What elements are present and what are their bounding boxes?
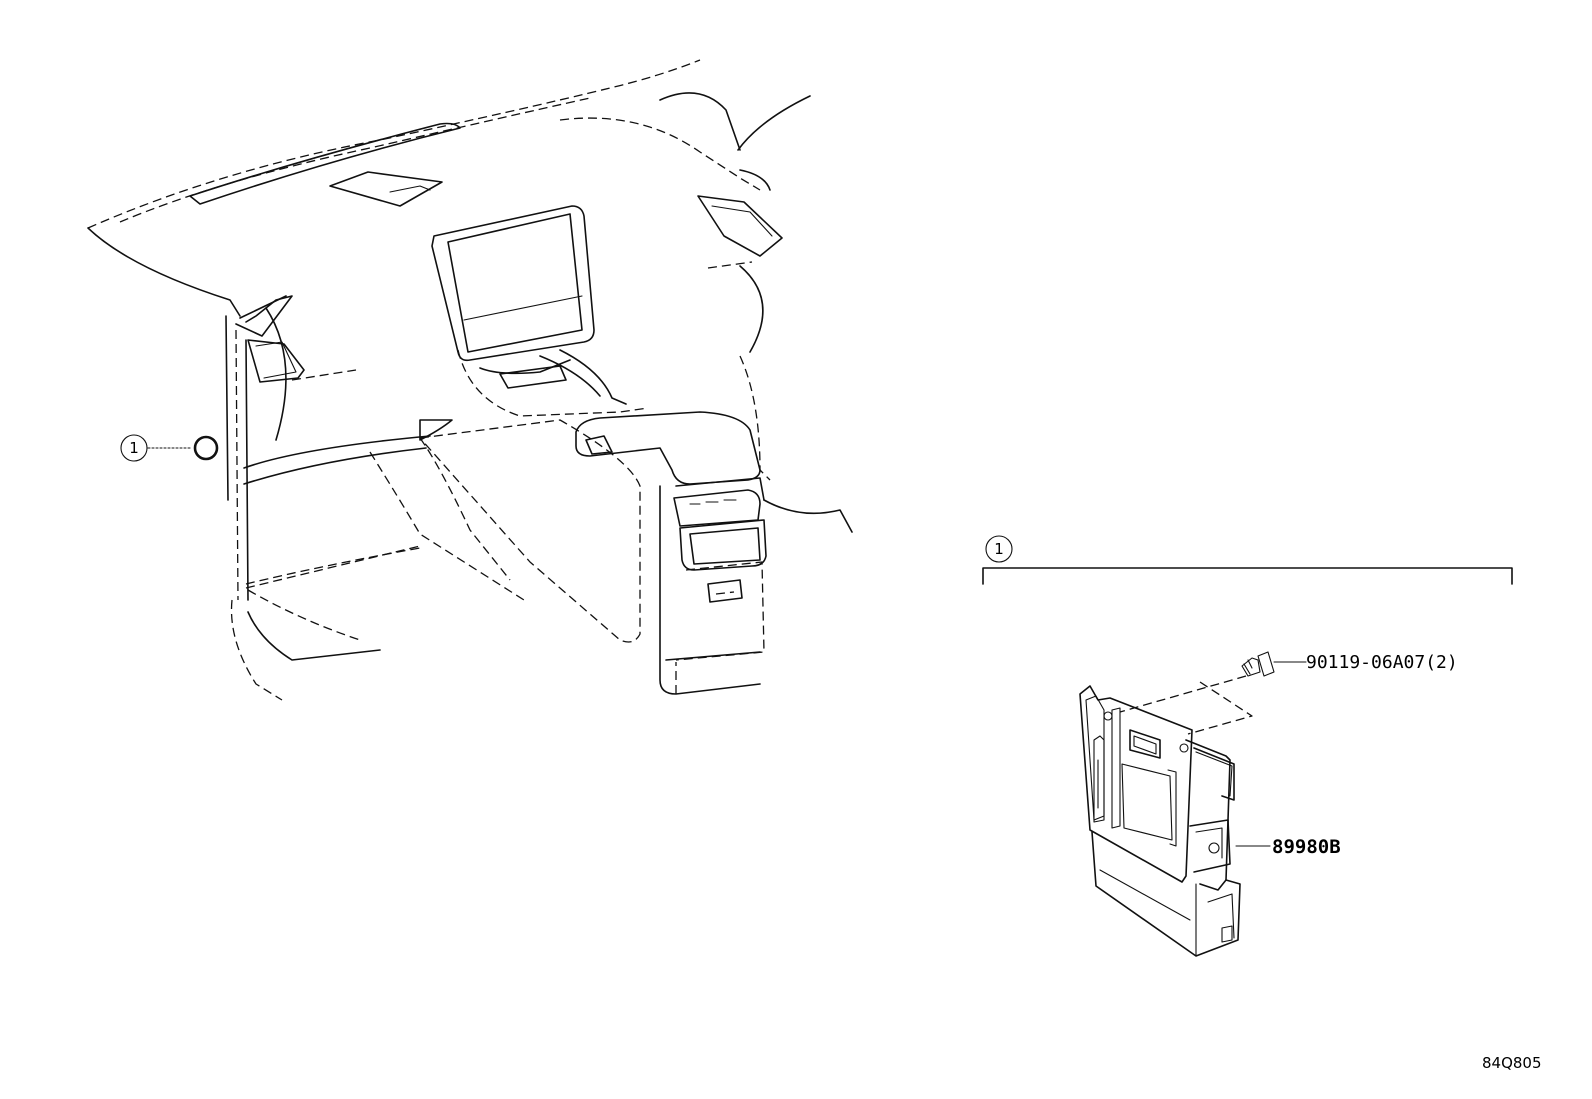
vehicle-interior-illustration [87,59,853,701]
group-callout-circle [985,535,1013,563]
bolt-part: 90119-06A07(2) [1241,651,1458,677]
module-part-number: 89980B [1272,836,1341,858]
group-ref-number: 1 [994,540,1004,558]
callout-circle [120,434,148,462]
group-bracket: 1 [982,535,1513,585]
bolt-part-number: 90119-06A07(2) [1306,652,1458,673]
interior-callout: 1 [120,434,219,462]
diagram-id: 84Q805 [1482,1054,1542,1072]
location-marker [193,435,219,461]
ecu-module: 89980B [1079,685,1341,957]
interior-ref-number: 1 [129,439,139,457]
